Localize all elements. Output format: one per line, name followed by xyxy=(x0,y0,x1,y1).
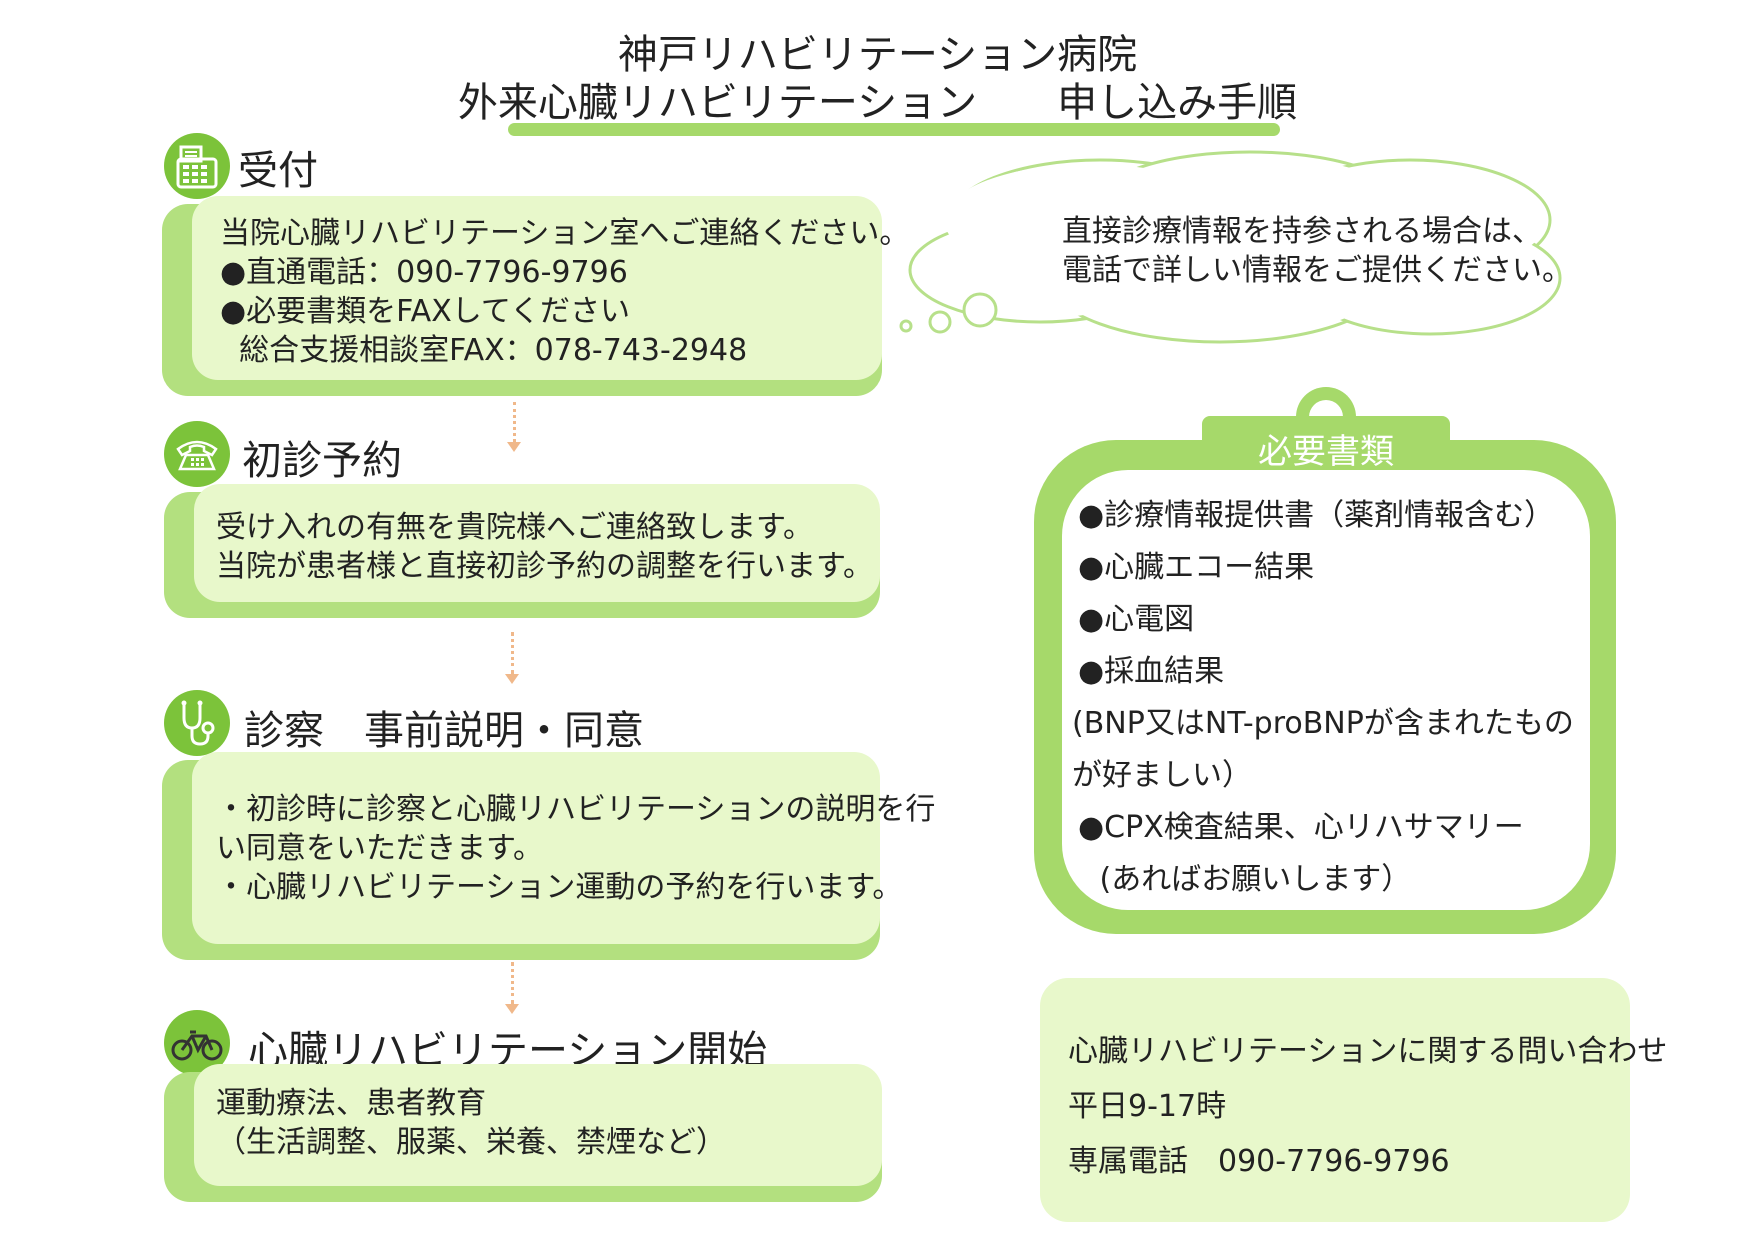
required-docs-item: ●採血結果 xyxy=(1078,654,1225,689)
required-docs-item: (あればお願いします） xyxy=(1090,862,1412,897)
required-docs-panel xyxy=(1062,470,1590,910)
contact-box xyxy=(1040,978,1630,1222)
step-start-line: 運動療法、患者教育 xyxy=(216,1086,486,1121)
required-docs-item: ●診療情報提供書（薬剤情報含む） xyxy=(1078,498,1555,533)
step-appointment-box: 受け入れの有無を貴院様へご連絡致します。 当院が患者様と直接初診予約の調整を行い… xyxy=(164,484,880,618)
step-reception-line: 総合支援相談室FAX：078-743-2948 xyxy=(220,333,748,368)
step-consultation-line: ・初診時に診察と心臓リハビリテーションの説明を行 xyxy=(216,792,936,827)
step-reception-line: 当院心臓リハビリテーション室へご連絡ください。 xyxy=(220,216,910,251)
step-reception-box: 当院心臓リハビリテーション室へご連絡ください。 ●直通電話：090-7796-9… xyxy=(162,196,909,396)
page-title-line2: 外来心臓リハビリテーション 申し込み手順 xyxy=(457,80,1298,126)
required-docs-item: ●CPX検査結果、心リハサマリー xyxy=(1078,810,1524,845)
cloud-note-line: 直接診療情報を持参される場合は、 xyxy=(1062,214,1542,249)
step-consultation-line: い同意をいただきます。 xyxy=(216,831,543,866)
step-start-line: （生活調整、服薬、栄養、禁煙など） xyxy=(216,1125,726,1160)
required-docs-title: 必要書類 xyxy=(1258,432,1394,472)
fax-icon xyxy=(164,133,230,199)
step-consultation-label: 診察 事前説明・同意 xyxy=(244,708,644,754)
flow-arrow xyxy=(511,632,514,674)
stethoscope-icon xyxy=(164,690,230,756)
flow-arrow-head xyxy=(505,674,519,684)
step-reception-label: 受付 xyxy=(238,148,318,194)
thought-cloud xyxy=(899,150,1562,344)
flow-arrow xyxy=(513,402,516,442)
contact-phone[interactable]: 専属電話 090-7796-9796 xyxy=(1068,1144,1450,1179)
required-docs-item: ●心電図 xyxy=(1078,602,1195,637)
title-underline xyxy=(508,123,1280,136)
flow-arrow-head xyxy=(505,1004,519,1014)
step-appointment-line: 当院が患者様と直接初診予約の調整を行います。 xyxy=(216,549,873,584)
required-docs-item: が好ましい） xyxy=(1072,758,1252,793)
step-consultation-line: ・心臓リハビリテーション運動の予約を行います。 xyxy=(216,870,903,905)
step-consultation-box: ・初診時に診察と心臓リハビリテーションの説明を行 い同意をいただきます。 ・心臓… xyxy=(162,752,935,960)
step-appointment-line: 受け入れの有無を貴院様へご連絡致します。 xyxy=(216,510,813,545)
contact-heading: 心臓リハビリテーションに関する問い合わせ xyxy=(1068,1034,1668,1069)
step-start-box: 運動療法、患者教育 （生活調整、服薬、栄養、禁煙など） xyxy=(164,1064,882,1202)
required-docs-item: ●心臓エコー結果 xyxy=(1078,550,1315,585)
required-docs-item: (BNP又はNT-proBNPが含まれたもの xyxy=(1072,706,1574,741)
flow-arrow-head xyxy=(507,442,521,452)
step-appointment-label: 初診予約 xyxy=(242,438,402,484)
page-title-line1: 神戸リハビリテーション病院 xyxy=(617,32,1138,78)
step-reception-line: ●直通電話：090-7796-9796 xyxy=(220,255,628,290)
flow-arrow xyxy=(511,962,514,1004)
telephone-icon xyxy=(164,421,230,487)
step-reception-line: ●必要書類をFAXしてください xyxy=(220,294,630,329)
bicycle-icon xyxy=(164,1010,230,1076)
cloud-note-line: 電話で詳しい情報をご提供ください。 xyxy=(1062,253,1572,288)
contact-hours: 平日9-17時 xyxy=(1068,1089,1227,1124)
required-docs-tab xyxy=(1202,416,1450,474)
